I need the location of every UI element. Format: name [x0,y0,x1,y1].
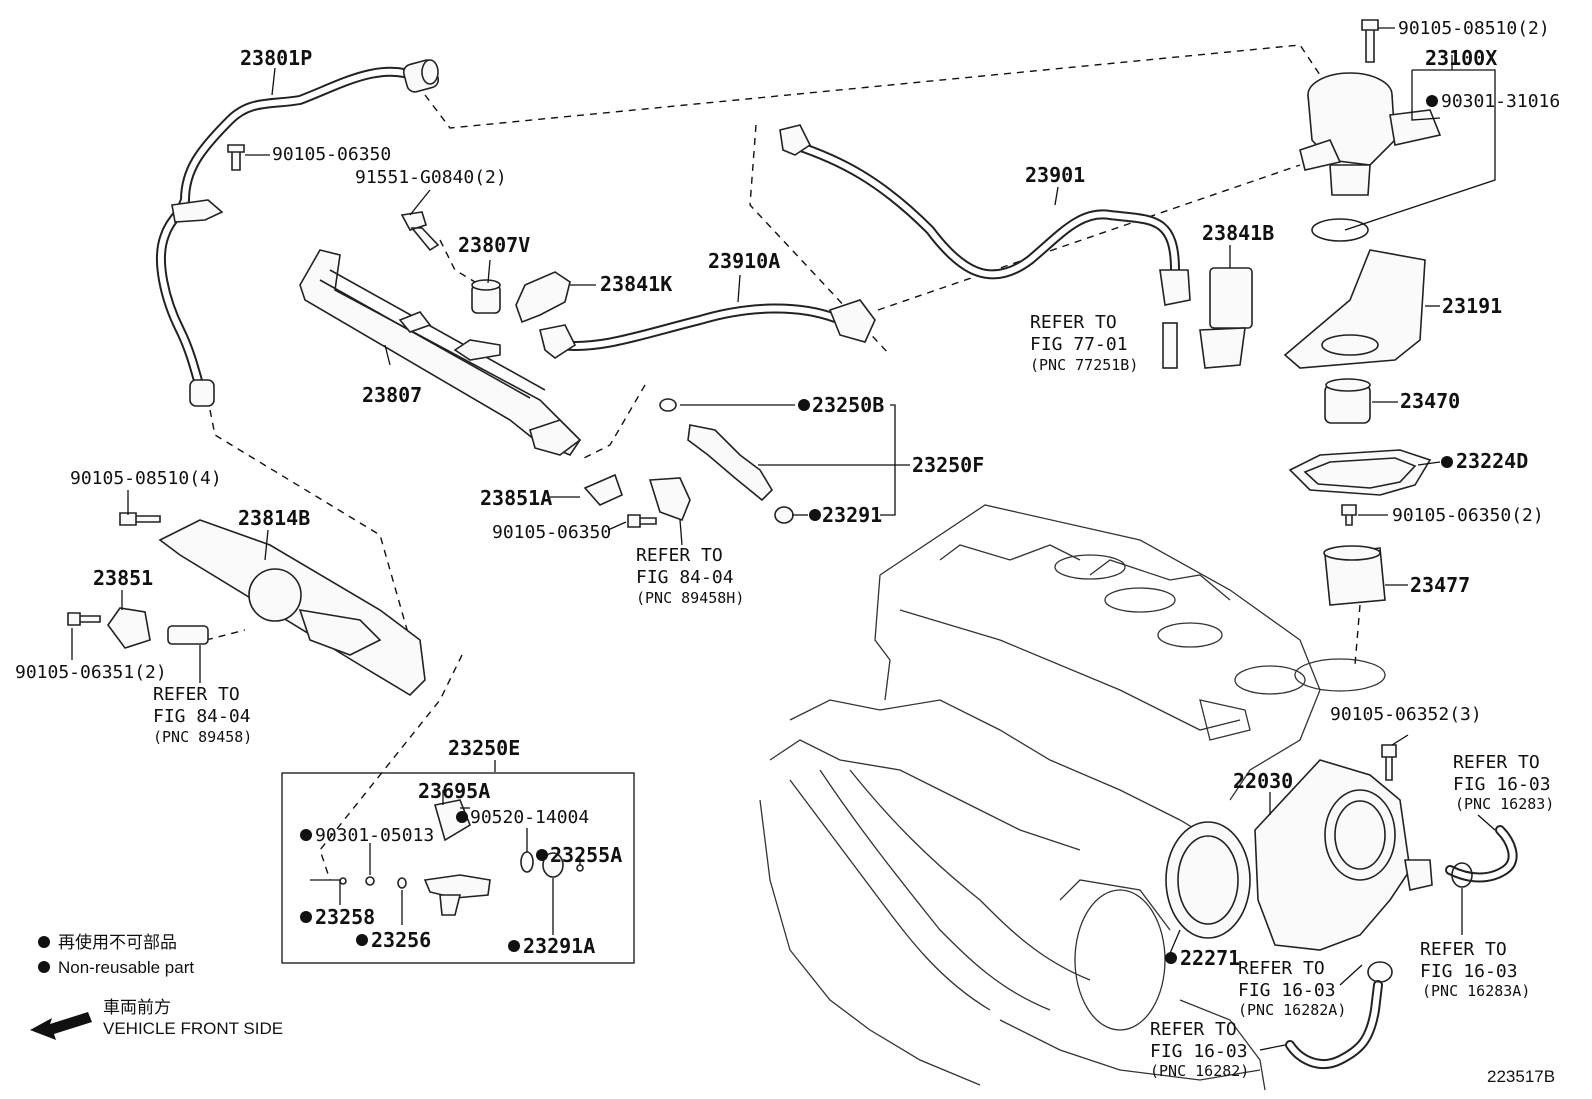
label-23191: 23191 [1442,294,1502,318]
ref-84a-line1: REFER TO [636,545,723,566]
figure-id: 223517B [1487,1067,1555,1086]
label-90105-06350-a: 90105-06350 [272,144,391,165]
ref-77-line2: FIG 77-01 [1030,334,1128,355]
ref-84a-line3: (PNC 89458H) [636,589,744,607]
label-23224D: 23224D [1456,449,1528,473]
label-90105-08510-4: 90105-08510(4) [70,468,222,489]
non-reusable-markers [38,95,1453,973]
part-sketches [67,19,1473,983]
part-labels: 23801P 90105-06350 91551-G0840(2) 23807V… [15,18,1560,970]
engine-block-outline [759,504,1386,1091]
ref-16a-line1: REFER TO [1453,752,1540,773]
label-23814B: 23814B [238,506,310,530]
label-23291: 23291 [822,503,882,527]
label-90520-14004: 90520-14004 [470,807,589,828]
ref-84b-line2: FIG 84-04 [153,706,251,727]
label-23841B: 23841B [1202,221,1274,245]
label-23255A: 23255A [550,843,622,867]
ref-16a-line2: FIG 16-03 [1453,774,1551,795]
ref-16a-line3: (PNC 16283) [1455,795,1554,813]
label-23801P: 23801P [240,46,312,70]
label-23256: 23256 [371,928,431,952]
leader-lines [71,27,1496,1051]
label-23910A: 23910A [708,249,780,273]
label-23250F: 23250F [912,453,984,477]
legend-nonreusable-jp: 再使用不可部品 [58,932,177,952]
legend-nonreusable-en: Non-reusable part [58,958,194,977]
label-91551-G0840: 91551-G0840(2) [355,167,507,188]
label-90105-06351-2: 90105-06351(2) [15,662,167,683]
label-90301-31016: 90301-31016 [1441,91,1560,112]
label-23258: 23258 [315,905,375,929]
ref-84b-line3: (PNC 89458) [153,728,252,746]
fuel-pipes [155,66,1518,1069]
label-23841K: 23841K [600,272,672,296]
label-23901: 23901 [1025,163,1085,187]
ref-84a-line2: FIG 84-04 [636,567,734,588]
ref-16c-line3: (PNC 16282A) [1238,1001,1346,1019]
legend-front-jp: 車両前方 [103,998,171,1017]
label-22271: 22271 [1180,946,1240,970]
ref-84b-line1: REFER TO [153,684,240,705]
ref-16b-line3: (PNC 16283A) [1422,982,1530,1000]
label-23851: 23851 [93,566,153,590]
ref-16c-line2: FIG 16-03 [1238,980,1336,1001]
kit-box-23250E [281,772,635,964]
dashed-assembly-lines [205,44,1361,881]
label-23807: 23807 [362,383,422,407]
label-22030: 22030 [1233,769,1293,793]
label-90105-06350-2: 90105-06350(2) [1392,505,1544,526]
ref-16b-line2: FIG 16-03 [1420,961,1518,982]
ref-16d-line2: FIG 16-03 [1150,1041,1248,1062]
label-23695A: 23695A [418,779,490,803]
label-23250B: 23250B [812,393,884,417]
label-23100X: 23100X [1425,46,1497,70]
label-23477: 23477 [1410,573,1470,597]
ref-16d-line3: (PNC 16282) [1150,1062,1249,1080]
label-23470: 23470 [1400,389,1460,413]
legend: 再使用不可部品 Non-reusable part 車両前方 VEHICLE F… [30,932,283,1040]
ref-16d-line1: REFER TO [1150,1019,1237,1040]
front-direction-arrow-icon [30,1012,92,1040]
label-90105-06350-b: 90105-06350 [492,522,611,543]
label-23851A: 23851A [480,486,552,510]
ref-77-line3: (PNC 77251B) [1030,356,1138,374]
label-90105-06352-3: 90105-06352(3) [1330,704,1482,725]
label-90105-08510-2: 90105-08510(2) [1398,18,1550,39]
ref-77-line1: REFER TO [1030,312,1117,333]
label-23807V: 23807V [458,233,530,257]
label-23250E: 23250E [448,736,520,760]
label-23291A: 23291A [523,934,595,958]
ref-16c-line1: REFER TO [1238,958,1325,979]
label-90301-05013: 90301-05013 [315,825,434,846]
refer-to-notes: REFER TO FIG 77-01 (PNC 77251B) REFER TO… [153,312,1554,1080]
ref-16b-line1: REFER TO [1420,939,1507,960]
legend-front-en: VEHICLE FRONT SIDE [103,1019,283,1038]
